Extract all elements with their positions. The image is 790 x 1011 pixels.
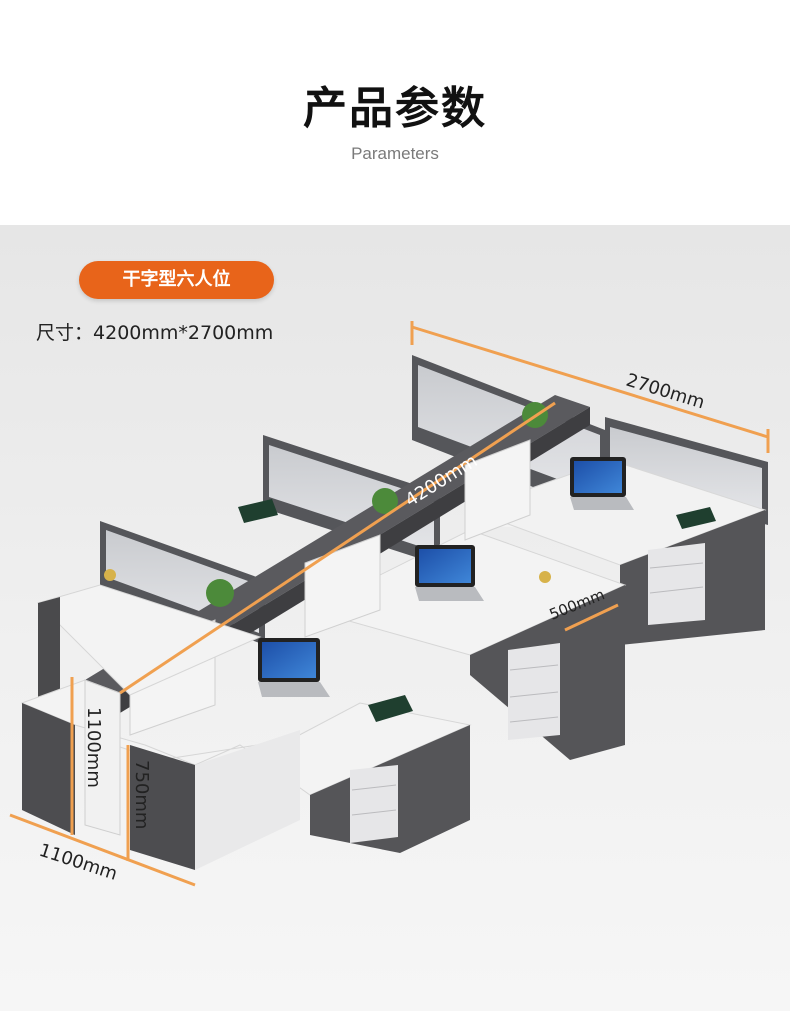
desk-left-front [20,679,472,870]
desk-left-back [37,584,262,700]
dimension-width-label: 2700mm [624,370,707,414]
size-spec: 尺寸：4200mm*2700mm [36,318,273,345]
dimension-lines [9,321,770,887]
dimension-desk-height-label: 750mm [131,760,152,829]
laptop-back-right [570,457,634,510]
book-back-middle [238,499,278,523]
flower-right [539,571,551,583]
laptop-front-right [415,545,484,601]
desk-right-back [468,459,767,645]
workstation-illustration: 2700mm 4200mm 1100mm 750mm 1100mm 500mm [9,321,770,887]
product-type-badge: 干字型六人位 [79,261,274,299]
header: 产品参数 Parameters [0,0,790,225]
page-title: 产品参数 [303,83,487,134]
book-front [368,695,413,722]
laptop-front-left [258,638,330,697]
size-spec-value: 4200mm*2700mm [93,322,274,344]
dimension-screen-height-label: 1100mm [83,707,104,788]
plant-middle [372,488,398,514]
dimension-depth-label: 1100mm [36,840,119,885]
flower-left [104,569,116,581]
plant-left [206,579,234,607]
page-subtitle: Parameters [351,144,439,163]
size-spec-label: 尺寸： [36,322,94,344]
book-back-right [676,507,716,529]
